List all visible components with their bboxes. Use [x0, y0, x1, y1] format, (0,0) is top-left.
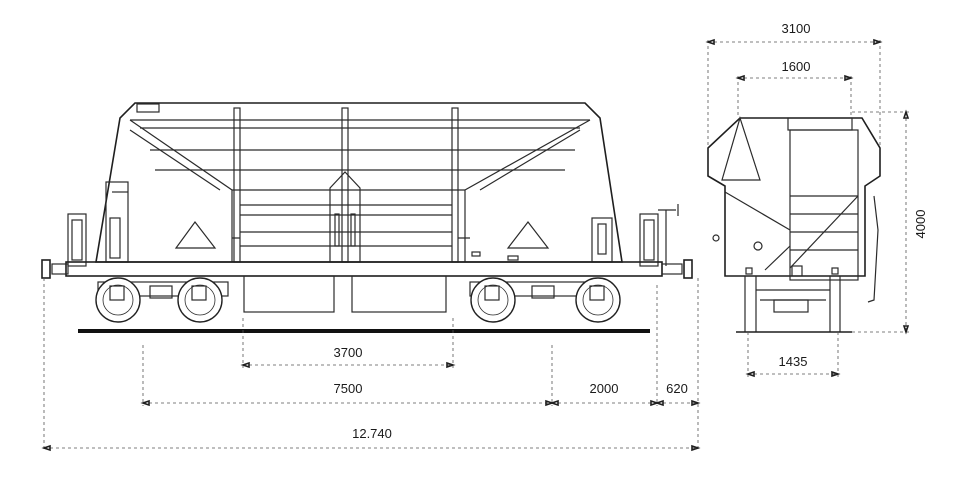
label-7500: 7500 — [334, 381, 363, 396]
right-buffer — [661, 259, 693, 279]
wagon-body — [95, 102, 623, 263]
label-4000: 4000 — [913, 210, 928, 239]
underframe — [65, 261, 663, 277]
label-1600: 1600 — [782, 59, 811, 74]
side-view: 3700 7500 2000 620 12.740 — [41, 102, 701, 452]
right-end-frame — [639, 213, 659, 267]
label-1435: 1435 — [779, 354, 808, 369]
label-620: 620 — [666, 381, 688, 396]
left-triangle-opening — [174, 220, 217, 249]
label-2000: 2000 — [590, 381, 619, 396]
center-chute — [329, 171, 361, 263]
left-buffer — [41, 259, 69, 279]
label-3100: 3100 — [782, 21, 811, 36]
end-view: 3100 1600 4000 1435 — [705, 21, 928, 378]
label-12740: 12.740 — [352, 426, 392, 441]
left-bogie — [95, 277, 229, 323]
right-triangle-opening — [506, 221, 550, 249]
right-hopper-slope — [464, 119, 591, 262]
side-posts — [233, 107, 459, 263]
handbrake — [658, 204, 679, 266]
end-body — [707, 117, 881, 277]
left-end-frame — [67, 213, 87, 267]
right-bogie — [469, 277, 621, 323]
label-3700: 3700 — [334, 345, 363, 360]
